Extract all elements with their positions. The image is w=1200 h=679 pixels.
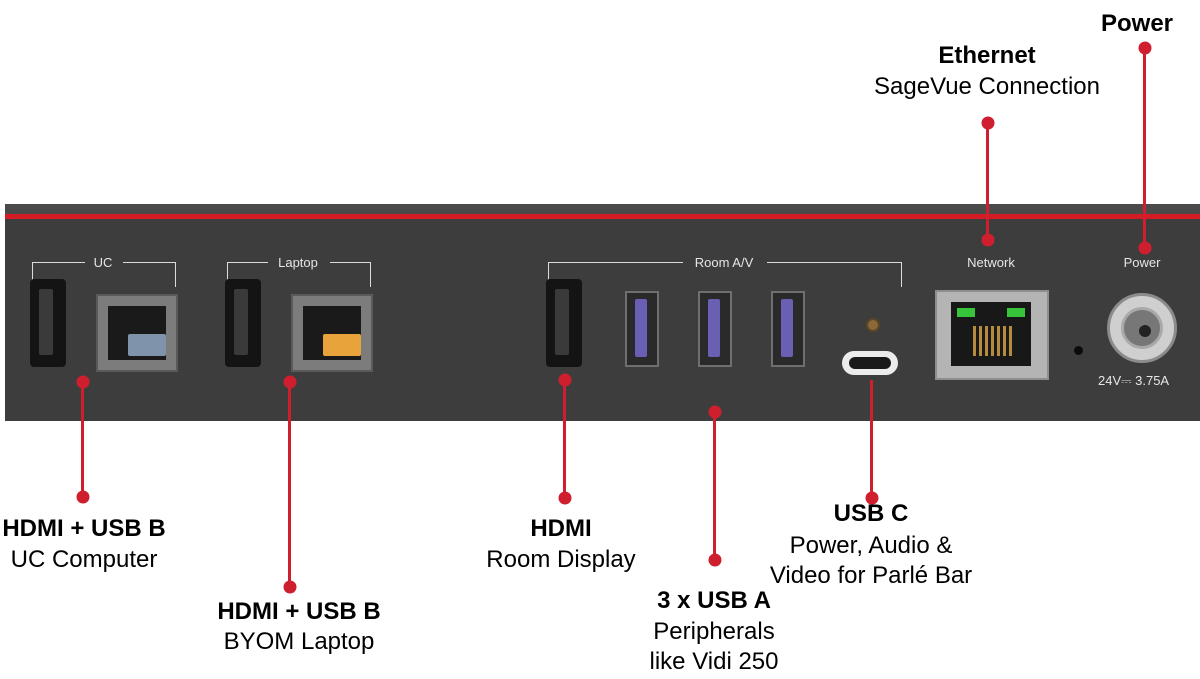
power-callout-dot (1138, 41, 1152, 55)
usbc-callout-title: USB C (833, 500, 909, 527)
hdmi-callout-dot (558, 373, 572, 387)
uc-callout-title: HDMI + USB B (2, 515, 166, 542)
power-callout-line (1143, 48, 1146, 248)
byom-callout-subtitle: BYOM Laptop (223, 628, 375, 655)
uc-callout-dot (76, 375, 90, 389)
laptop-group-bracket (227, 259, 371, 287)
usbc-callout-line (870, 380, 873, 498)
ethernet-callout-dot-end (981, 233, 995, 247)
usba-callout-line2: like Vidi 250 (649, 648, 779, 675)
ethernet-callout-line (986, 123, 989, 240)
usbc-callout-line1: Power, Audio & (789, 532, 953, 559)
hdmi-callout-title: HDMI (530, 515, 592, 542)
ethernet-callout-title: Ethernet (938, 42, 1036, 69)
byom-callout-dot (283, 375, 297, 389)
uc-group-label: UC (93, 255, 113, 270)
room-av-group-bracket (548, 259, 902, 287)
power-callout-title: Power (1100, 10, 1174, 37)
uc-group-bracket (32, 259, 176, 287)
laptop-group-label: Laptop (278, 255, 318, 270)
usb-a-port-1 (625, 291, 659, 367)
usb-a-port-3 (771, 291, 805, 367)
power-label: Power (1123, 255, 1161, 270)
usba-callout-line1: Peripherals (653, 618, 775, 645)
power-jack (1107, 293, 1177, 363)
laptop-hdmi-port (225, 279, 261, 367)
network-label: Network (967, 255, 1015, 270)
usba-callout-line (713, 412, 716, 560)
hdmi-callout-line (563, 380, 566, 498)
ethernet-callout-dot (981, 116, 995, 130)
usbc-callout-dot-end (865, 491, 879, 505)
uc-hdmi-port (30, 279, 66, 367)
panel-top-edge (5, 204, 1200, 214)
hdmi-callout-dot-end (558, 491, 572, 505)
usba-callout-dot-end (708, 553, 722, 567)
ethernet-port (935, 290, 1049, 380)
reset-pinhole (1074, 346, 1083, 355)
power-rating: 24V⎓ 3.75A (1098, 373, 1170, 388)
usb-c-port (842, 351, 898, 375)
byom-callout-line (288, 382, 291, 587)
usbc-callout-line2: Video for Parlé Bar (769, 562, 973, 589)
usba-callout-dot (708, 405, 722, 419)
room-hdmi-port (546, 279, 582, 367)
laptop-usb-b-port (291, 294, 373, 372)
room-av-group-label: Room A/V (694, 255, 754, 270)
byom-callout-title: HDMI + USB B (217, 598, 381, 625)
byom-callout-dot-end (283, 580, 297, 594)
uc-usb-b-port (96, 294, 178, 372)
uc-callout-subtitle: UC Computer (10, 546, 158, 573)
usba-callout-title: 3 x USB A (657, 587, 771, 614)
uc-callout-dot-end (76, 490, 90, 504)
hdmi-callout-subtitle: Room Display (486, 546, 636, 573)
indicator-led (866, 318, 880, 332)
ethernet-callout-subtitle: SageVue Connection (874, 73, 1100, 100)
usb-a-port-2 (698, 291, 732, 367)
red-accent-stripe (5, 214, 1200, 219)
uc-callout-line (81, 382, 84, 497)
power-callout-dot-end (1138, 241, 1152, 255)
